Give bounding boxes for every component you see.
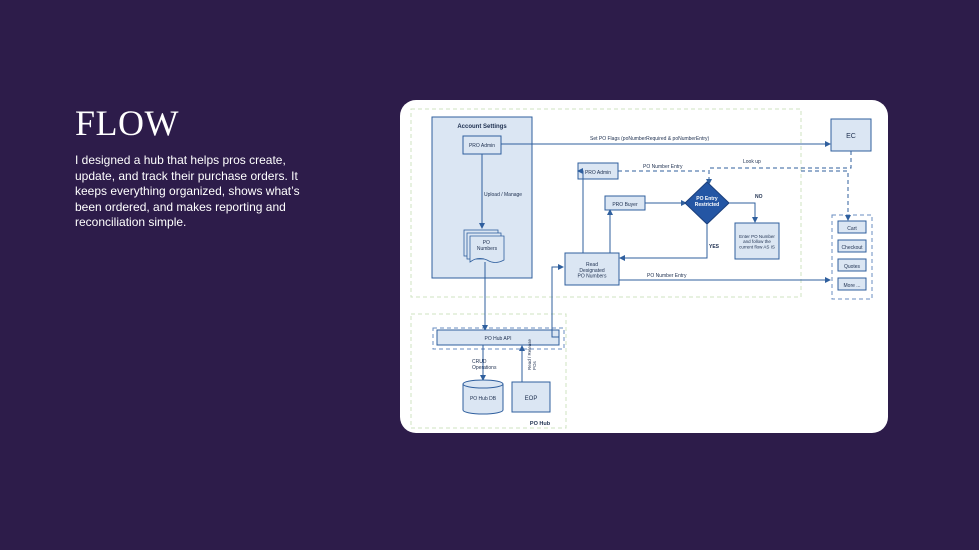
ec-page-checkout xyxy=(837,239,867,253)
po-hub-db-cylinder xyxy=(462,379,504,415)
ec-node xyxy=(830,118,872,152)
no-branch-arrow xyxy=(729,202,758,223)
pro-admin-label: PRO Admin xyxy=(469,143,495,149)
ec-page-cart xyxy=(837,220,867,234)
look-up-arrow xyxy=(706,151,852,185)
pro-buyer-label: PRO Buyer xyxy=(612,202,638,208)
po-hub-zone-outline xyxy=(410,313,567,429)
set-po-flags-label: Set PO Flags (poNumberRequired & poNumbe… xyxy=(590,136,710,142)
po-numbers-document xyxy=(463,229,505,263)
no-label: NO xyxy=(755,194,763,200)
ec-page-quotes-label: Quotes xyxy=(844,264,861,270)
po-number-entry-bottom-label: PO Number Entry xyxy=(647,273,687,279)
slide-title: FLOW xyxy=(75,103,179,143)
flow-diagram: Account Settings PRO Admin Upload / Mana… xyxy=(410,108,873,429)
yes-branch-arrow xyxy=(619,224,708,261)
ec-page-more xyxy=(837,277,867,291)
ec-label: EC xyxy=(846,133,856,140)
account-settings-label: Account Settings xyxy=(457,124,507,130)
po-number-entry-top-label: PO Number Entry xyxy=(643,164,683,170)
flow-diagram-card: Account Settings PRO Admin Upload / Mana… xyxy=(400,100,888,433)
ec-page-quotes xyxy=(837,258,867,272)
po-hub-group-label: PO Hub xyxy=(530,421,551,427)
po-numbers-label: PO Numbers xyxy=(477,240,498,252)
api-to-read-arrow xyxy=(551,264,564,338)
look-up-label: Look up xyxy=(743,159,761,165)
pro-zone-outline xyxy=(410,108,802,298)
po-hub-api-label: PO Hub API xyxy=(485,336,512,342)
yes-label: YES xyxy=(709,244,720,250)
po-hub-api-outline xyxy=(432,327,565,350)
enter-po-number-node xyxy=(734,222,780,260)
read-to-admin-arrow xyxy=(577,168,584,253)
upload-manage-label: Upload / Manage xyxy=(484,192,522,198)
eop-node xyxy=(511,381,551,413)
ec-pages-outline xyxy=(831,214,873,300)
slide-description: I designed a hub that helps pros create,… xyxy=(75,153,300,229)
ec-page-cart-label: Cart xyxy=(847,226,857,232)
ec-page-more-label: More ... xyxy=(844,283,861,289)
read-release-label: Read / ReleasePOs xyxy=(527,338,537,370)
pro-admin-2-label: PRO Admin xyxy=(585,170,611,176)
read-designated-node xyxy=(564,252,620,286)
eop-label: EOP xyxy=(525,396,538,402)
po-hub-db-label: PO Hub DB xyxy=(470,396,497,402)
po-entry-to-ec-pages-arrow xyxy=(801,170,851,221)
ec-page-checkout-label: Checkout xyxy=(841,245,863,251)
